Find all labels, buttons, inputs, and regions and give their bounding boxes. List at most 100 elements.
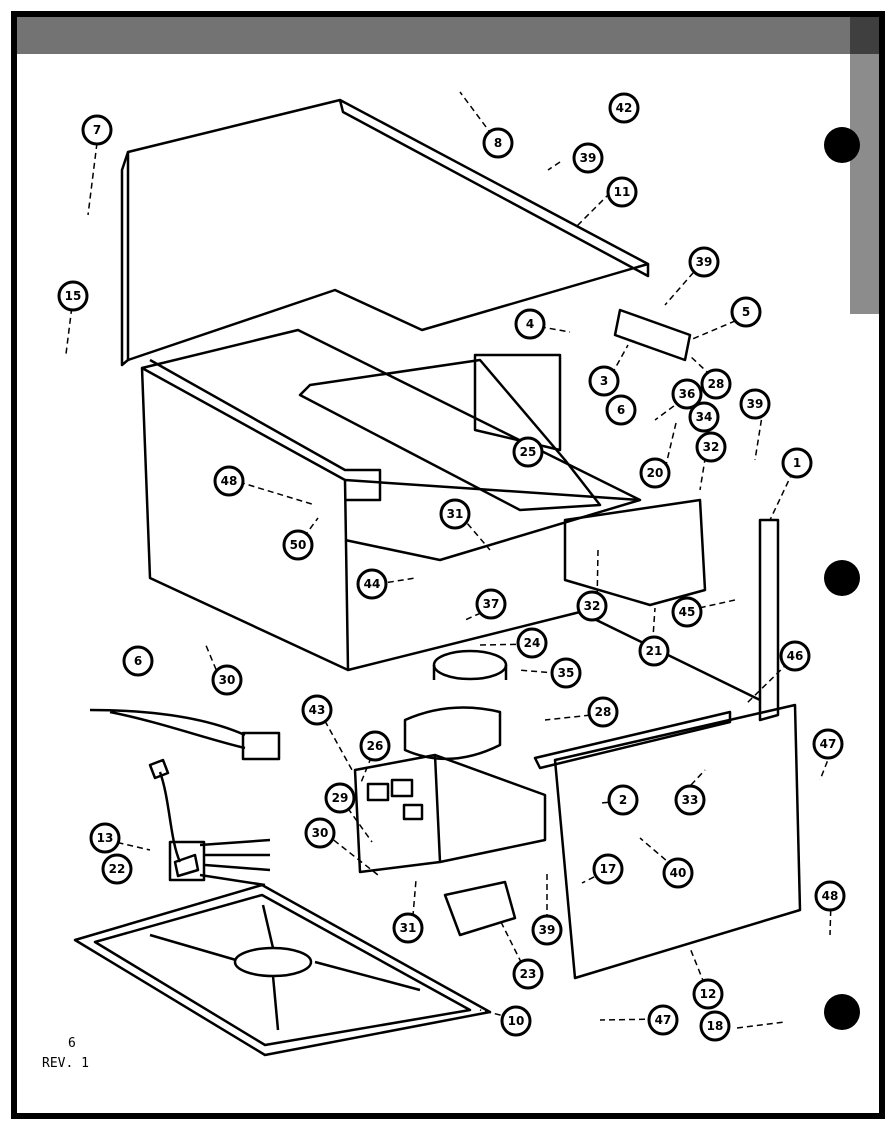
callout-26: 26 [359,730,391,762]
right-frame-panel [758,518,780,722]
callout-circle [211,664,243,696]
callout-label: 37 [483,597,500,611]
callout-24: 24 [516,627,548,659]
callout-label: 20 [647,466,664,480]
cavity-front-rail [344,498,641,562]
punch-hole-middle [824,560,860,596]
callout-circle [671,596,703,628]
callout-6: 6 [122,645,154,677]
callout-label: 8 [494,136,502,150]
glass-tray-center [233,946,313,978]
cover-side [120,99,650,367]
callout-label: 21 [646,644,663,658]
callout-label: 39 [747,397,764,411]
callout-label: 48 [822,889,839,903]
callout-label: 45 [679,605,696,619]
revision-label: REV. 1 [42,1056,89,1071]
base-front-strip [533,710,732,770]
callout-circle [700,368,732,400]
cabinet-top-edge [141,328,642,502]
wire-harness [89,708,246,750]
callout-label: 5 [742,305,750,319]
callout-circle [572,142,604,174]
callout-circle [639,457,671,489]
callout-label: 30 [219,673,236,687]
callout-circle [512,436,544,468]
component-box [434,753,547,864]
callout-34: 34 [688,401,720,433]
callout-circle [500,1005,532,1037]
callout-circle [592,853,624,885]
callout-20: 20 [639,457,671,489]
callout-39: 39 [739,388,771,420]
plate-window-3 [402,803,424,821]
callout-circle [282,529,314,561]
cavity-floor [347,610,761,702]
callout-label: 28 [595,705,612,719]
wire-bundle-block [168,840,206,882]
callout-circle [605,394,637,426]
callout-circle [57,280,89,312]
callout-43: 43 [301,694,333,726]
noise-right-band [850,14,882,314]
callout-circle [781,447,813,479]
callout-50: 50 [282,529,314,561]
callout-label: 30 [312,826,329,840]
callout-circle [89,822,121,854]
blower-housing [563,498,707,607]
top-cover [126,98,650,362]
callout-label: 28 [708,377,725,391]
callout-label: 50 [290,538,307,552]
callout-label: 26 [367,739,384,753]
callout-label: 17 [600,862,617,876]
callout-4: 4 [514,308,546,340]
sheet-border [11,11,885,1119]
callout-circle [213,465,245,497]
callout-15: 15 [57,280,89,312]
callout-28: 28 [700,368,732,400]
callout-label: 34 [696,410,713,424]
callout-circle [692,978,724,1010]
callout-48: 48 [814,880,846,912]
callout-label: 40 [670,866,687,880]
harness-connector [241,731,281,761]
glass-tray [73,883,492,1057]
callout-circle [514,308,546,340]
air-duct [298,358,602,512]
callout-39: 39 [531,914,563,946]
harness-lead-13 [158,771,182,863]
callout-circle [359,730,391,762]
callout-21: 21 [638,635,670,667]
callout-label: 11 [614,185,631,199]
punch-hole-top [824,127,860,163]
callout-44: 44 [356,568,388,600]
callout-circle [671,378,703,410]
callout-1: 1 [781,447,813,479]
callout-circle [607,784,639,816]
callout-circle [439,498,471,530]
callout-circle [688,246,720,278]
callout-35: 35 [550,657,582,689]
callout-label: 15 [65,289,82,303]
drive-belt [403,706,502,761]
callout-circle [122,645,154,677]
callout-circle [531,914,563,946]
callout-48: 48 [213,465,245,497]
callout-11: 11 [606,176,638,208]
callout-circle [674,784,706,816]
callout-47: 47 [647,1004,679,1036]
callout-circle [588,365,620,397]
stirrer-pulley [432,649,508,681]
callout-42: 42 [608,92,640,124]
callout-label: 18 [707,1019,724,1033]
glass-tray-inner [93,893,472,1047]
callout-label: 6 [617,403,625,417]
callout-label: 48 [221,474,238,488]
page-number: 6 [68,1036,76,1051]
callout-label: 31 [447,507,464,521]
callout-label: 43 [309,703,326,717]
callout-label: 23 [520,967,537,981]
punch-hole-bottom [824,994,860,1030]
callout-label: 2 [619,793,627,807]
fan-motor [443,880,517,937]
